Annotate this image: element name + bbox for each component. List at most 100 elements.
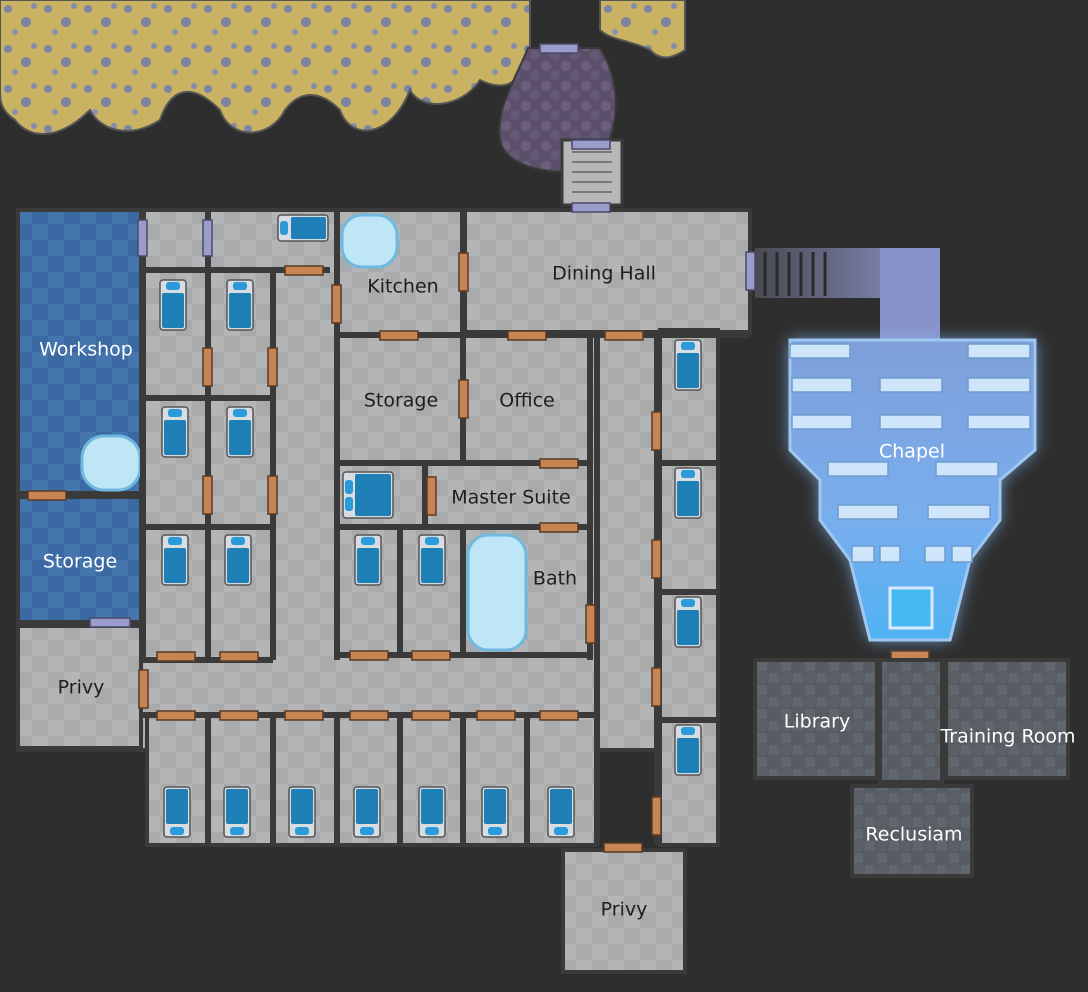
door-icon[interactable] [651, 667, 662, 707]
stone-wing [753, 658, 1070, 878]
door-icon[interactable] [219, 710, 259, 721]
bed-icon [224, 534, 252, 586]
bed-icon [547, 786, 575, 838]
door-icon[interactable] [539, 458, 579, 469]
pew-icon [924, 545, 946, 563]
door-icon[interactable] [651, 539, 662, 579]
room-label-office: Office [499, 390, 554, 412]
room-label-workshop: Workshop [39, 339, 133, 361]
room-labels: Workshop Storage Privy Kitchen Dining Ha… [39, 263, 1075, 921]
bed-icon [674, 339, 702, 391]
door-icon[interactable] [138, 669, 149, 709]
door-icon[interactable] [411, 710, 451, 721]
bed-icon [354, 534, 382, 586]
door-icon[interactable] [202, 347, 213, 387]
doors [27, 252, 949, 853]
bed-icon [161, 534, 189, 586]
door-icon[interactable] [539, 522, 579, 533]
bed-icon [288, 786, 316, 838]
window-icon [571, 139, 611, 150]
door-icon[interactable] [379, 330, 419, 341]
door-icon[interactable] [284, 710, 324, 721]
pews [789, 343, 1031, 563]
room-label-privy-west: Privy [58, 677, 105, 699]
windows [89, 43, 756, 628]
door-icon[interactable] [202, 475, 213, 515]
bed-icon [161, 406, 189, 458]
bed-icon [674, 467, 702, 519]
pew-icon [967, 414, 1031, 430]
room-label-storage-west: Storage [43, 551, 117, 573]
bed-icon [481, 786, 509, 838]
room-label-privy-south: Privy [601, 899, 648, 921]
door-icon[interactable] [426, 476, 437, 516]
pew-icon [967, 343, 1031, 359]
window-icon [137, 219, 148, 257]
pew-icon [879, 377, 943, 393]
room-label-library: Library [784, 711, 850, 733]
door-icon[interactable] [156, 710, 196, 721]
pew-icon [967, 377, 1031, 393]
altar-icon [888, 586, 934, 630]
bed-icon [159, 279, 187, 331]
bed-icon [674, 724, 702, 776]
pew-icon [927, 504, 991, 520]
pew-icon [951, 545, 973, 563]
door-icon[interactable] [219, 651, 259, 662]
door-icon[interactable] [349, 710, 389, 721]
sand-terrain [0, 0, 686, 135]
door-icon[interactable] [585, 604, 596, 644]
bed-icon [418, 534, 446, 586]
bed-icon [353, 786, 381, 838]
door-icon[interactable] [458, 379, 469, 419]
pew-icon [837, 504, 899, 520]
window-icon [89, 617, 131, 628]
room-label-master-suite: Master Suite [451, 487, 570, 509]
door-icon[interactable] [267, 475, 278, 515]
pew-icon [935, 461, 999, 477]
door-icon[interactable] [331, 284, 342, 324]
room-label-kitchen: Kitchen [367, 276, 438, 298]
door-icon[interactable] [476, 710, 516, 721]
pew-icon [879, 414, 943, 430]
bed-icon [674, 596, 702, 648]
room-label-chapel: Chapel [879, 441, 945, 463]
room-label-dining-hall: Dining Hall [552, 263, 656, 285]
pew-icon [879, 545, 901, 563]
door-icon[interactable] [411, 650, 451, 661]
chapel-hallway [755, 248, 940, 343]
pew-icon [791, 414, 853, 430]
chapel-room [788, 338, 1037, 642]
door-icon[interactable] [27, 490, 67, 501]
bed-icon [163, 786, 191, 838]
workshop-room [16, 208, 143, 495]
window-icon [539, 43, 579, 54]
bed-icon [277, 214, 329, 242]
pew-icon [789, 343, 851, 359]
master-bed-icon [342, 471, 394, 519]
door-icon[interactable] [507, 330, 547, 341]
bed-icon [223, 786, 251, 838]
pew-icon [791, 377, 853, 393]
door-icon[interactable] [651, 411, 662, 451]
bed-icon [226, 406, 254, 458]
room-label-reclusiam: Reclusiam [865, 824, 962, 846]
door-icon[interactable] [156, 651, 196, 662]
window-icon [202, 219, 213, 257]
door-icon[interactable] [349, 650, 389, 661]
door-icon[interactable] [539, 710, 579, 721]
pew-icon [851, 545, 875, 563]
pew-icon [827, 461, 889, 477]
door-icon[interactable] [604, 330, 644, 341]
privy-west-room [16, 624, 143, 750]
room-label-training-room: Training Room [939, 726, 1075, 748]
door-icon[interactable] [603, 842, 643, 853]
door-icon[interactable] [284, 265, 324, 276]
bath-pool-icon [466, 533, 528, 652]
bed-icon [418, 786, 446, 838]
door-icon[interactable] [651, 796, 662, 836]
door-icon[interactable] [458, 252, 469, 292]
window-icon [745, 251, 756, 291]
door-icon[interactable] [267, 347, 278, 387]
